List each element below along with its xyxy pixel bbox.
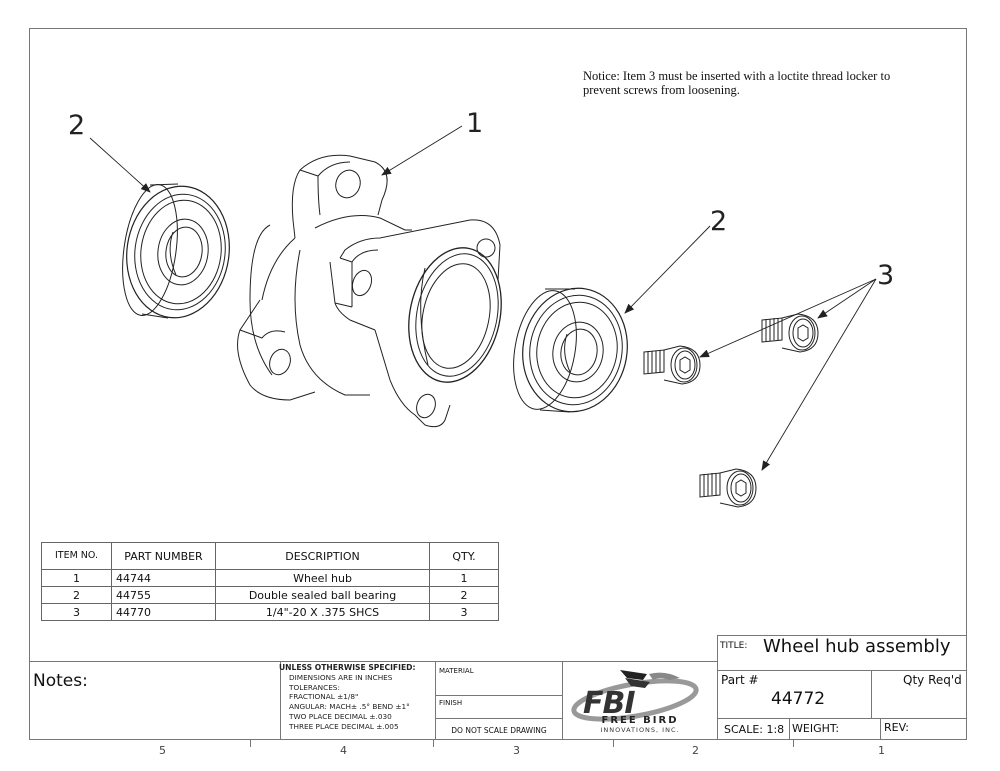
do-not-scale-label: DO NOT SCALE DRAWING	[451, 726, 547, 735]
balloon-item-2-right: 2	[710, 206, 728, 237]
bom-part-number: 44755	[111, 586, 216, 604]
bom-header-qty: QTY.	[429, 542, 499, 570]
bom-description: Double sealed ball bearing	[215, 586, 430, 604]
tolerance-line: TOLERANCES:	[289, 682, 340, 692]
logo-company-name: FREE BIRD	[601, 715, 679, 726]
bom-header-part-number: PART NUMBER	[111, 542, 216, 570]
zone-label: 3	[513, 744, 520, 757]
bom-row: 3 44770 1/4"-20 X .375 SHCS 3	[41, 603, 499, 621]
zone-tick	[793, 740, 794, 747]
bom-item-no: 1	[41, 569, 112, 587]
wheel-hub	[237, 154, 502, 428]
bom-description: Wheel hub	[215, 569, 430, 587]
balloon-item-1: 1	[466, 108, 484, 139]
bom-qty: 1	[429, 569, 499, 587]
bom-description: 1/4"-20 X .375 SHCS	[215, 603, 430, 621]
logo-mark: FBI	[583, 686, 636, 721]
rev-label: REV:	[884, 721, 909, 734]
assembly-notice: Notice: Item 3 must be inserted with a l…	[583, 69, 891, 97]
zone-label: 2	[692, 744, 699, 757]
tolerance-line: DIMENSIONS ARE IN INCHES	[289, 672, 393, 682]
title-label: TITLE:	[720, 641, 748, 651]
balloon-item-3: 3	[877, 260, 895, 291]
bom-item-no: 2	[41, 586, 112, 604]
notes-label: Notes:	[33, 671, 88, 691]
bom-part-number: 44744	[111, 569, 216, 587]
screw-1	[643, 345, 701, 385]
bom-header-description: DESCRIPTION	[215, 542, 430, 570]
bom-qty: 2	[429, 586, 499, 604]
part-number-label: Part #	[721, 673, 759, 687]
screw-2	[761, 313, 819, 353]
bird-icon	[571, 670, 699, 722]
bom-header-row: ITEM NO. PART NUMBER DESCRIPTION QTY.	[41, 542, 499, 570]
zone-tick	[613, 740, 614, 747]
left-bearing	[122, 183, 230, 319]
balloon-item-2-left: 2	[68, 110, 86, 141]
rev-box	[880, 718, 967, 740]
tolerance-notes: UNLESS OTHERWISE SPECIFIED: DIMENSIONS A…	[279, 663, 415, 732]
bom-row: 1 44744 Wheel hub 1	[41, 569, 499, 587]
tolerance-line: THREE PLACE DECIMAL ±.005	[289, 721, 399, 731]
bom-header-item-no: ITEM NO.	[41, 542, 112, 570]
material-label: MATERIAL	[439, 667, 474, 675]
part-number-value: 44772	[771, 689, 826, 709]
zone-tick	[433, 740, 434, 747]
logo-company-suffix: INNOVATIONS, INC.	[600, 726, 680, 734]
leader-lines	[89, 125, 877, 471]
company-logo: FBI FREE BIRD INNOVATIONS, INC.	[565, 664, 715, 738]
screw-3	[699, 468, 757, 508]
tolerance-line: ANGULAR: MACH± .5° BEND ±1°	[289, 702, 410, 712]
tolerance-heading: UNLESS OTHERWISE SPECIFIED:	[279, 663, 416, 672]
scale-label: SCALE: 1:8	[724, 723, 785, 736]
zone-tick	[250, 740, 251, 747]
weight-label: WEIGHT:	[792, 722, 840, 735]
bill-of-materials: ITEM NO. PART NUMBER DESCRIPTION QTY. 1 …	[41, 542, 499, 621]
bom-qty: 3	[429, 603, 499, 621]
zone-label: 4	[340, 744, 347, 757]
right-bearing	[513, 287, 628, 413]
tolerance-line: FRACTIONAL ±1/8"	[289, 692, 359, 702]
drawing-title: Wheel hub assembly	[763, 636, 951, 657]
bom-part-number: 44770	[111, 603, 216, 621]
finish-label: FINISH	[439, 699, 463, 707]
tolerance-line: TWO PLACE DECIMAL ±.030	[289, 711, 392, 721]
bom-row: 2 44755 Double sealed ball bearing 2	[41, 586, 499, 604]
qty-required-label: Qty Req'd	[903, 673, 962, 687]
bom-item-no: 3	[41, 603, 112, 621]
zone-label: 1	[878, 744, 885, 757]
zone-label: 5	[159, 744, 166, 757]
